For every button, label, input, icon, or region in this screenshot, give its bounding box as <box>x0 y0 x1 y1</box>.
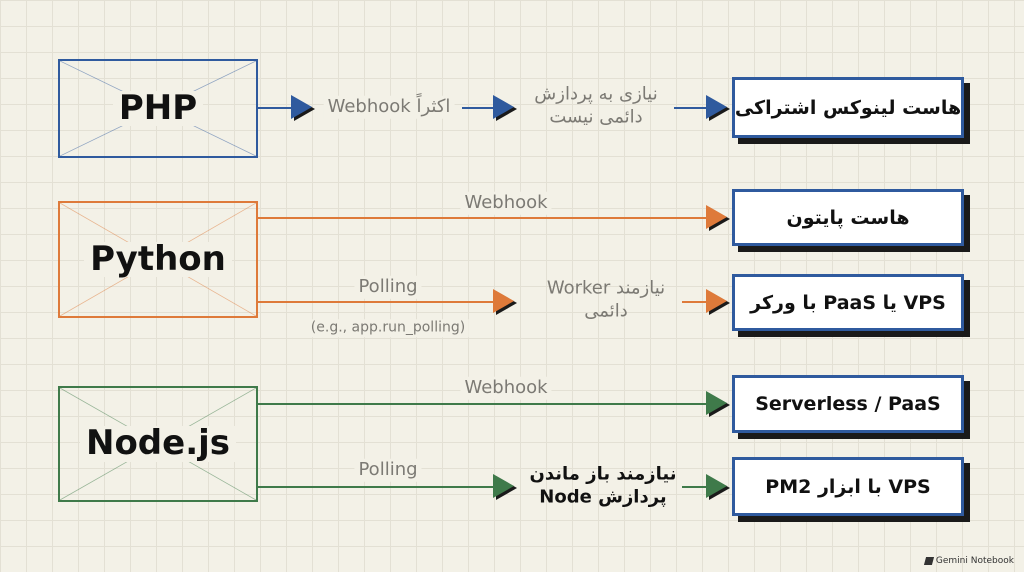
notebook-logo-icon <box>923 557 934 565</box>
php-middle-note: نیازی به پردازش دائمی نیست <box>530 84 661 129</box>
php-box: PHP <box>58 59 258 158</box>
node-middle-line1: نیازمند باز ماندن <box>529 463 677 485</box>
php-target-box: هاست لینوکس اشتراکی <box>732 77 964 138</box>
node-webhook-label: Webhook <box>460 376 552 400</box>
python-label: Python <box>84 241 232 278</box>
php-edge-label: اکثراً Webhook <box>323 95 455 119</box>
node-box: Node.js <box>58 386 258 502</box>
python-middle-line1: نیازمند Worker <box>546 277 666 299</box>
node-middle-note: نیازمند باز ماندن پردازش Node <box>526 464 681 509</box>
php-arrow-1 <box>291 95 312 119</box>
python-polling-note: (e.g., app.run_polling) <box>306 319 470 337</box>
node-webhook-arrow <box>706 391 727 415</box>
python-middle-note: نیازمند Worker دائمی <box>543 278 669 323</box>
python-webhook-arrow <box>706 205 727 229</box>
watermark: Gemini Notebook <box>923 556 1014 566</box>
php-middle-line2: دائمی نیست <box>549 106 643 127</box>
python-polling-target-box: VPS یا PaaS با ورکر <box>732 274 964 331</box>
php-arrow-3 <box>706 95 727 119</box>
node-polling-arrow-2 <box>706 474 727 498</box>
python-polling-arrow-1 <box>493 289 514 313</box>
node-polling-target-box: VPS با ابزار PM2 <box>732 457 964 516</box>
python-polling-label: Polling <box>354 275 422 299</box>
node-polling-label: Polling <box>354 458 422 482</box>
php-label: PHP <box>112 90 204 127</box>
node-webhook-target-box: Serverless / PaaS <box>732 375 964 433</box>
php-arrow-2 <box>493 95 514 119</box>
python-webhook-label: Webhook <box>460 191 552 215</box>
python-box: Python <box>58 201 258 318</box>
python-polling-arrow-2 <box>706 289 727 313</box>
php-middle-line1: نیازی به پردازش <box>534 83 658 105</box>
node-polling-arrow-1 <box>493 474 514 498</box>
python-webhook-target-box: هاست پایتون <box>732 189 964 246</box>
node-middle-line2: پردازش Node <box>539 486 667 507</box>
watermark-text: Gemini Notebook <box>935 556 1014 566</box>
node-label: Node.js <box>79 425 237 462</box>
python-middle-line2: دائمی <box>584 300 628 321</box>
